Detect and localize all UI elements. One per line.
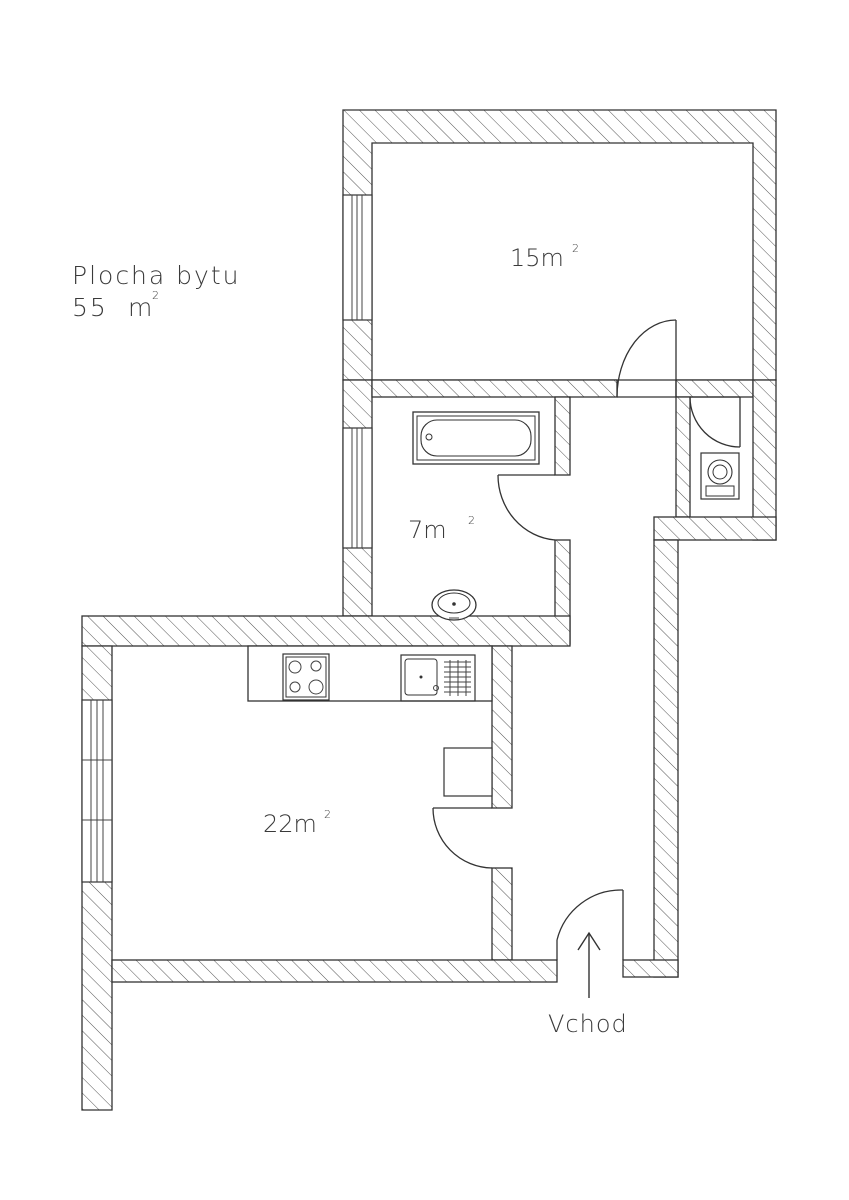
door-bedroom <box>616 319 677 398</box>
window-bathroom <box>342 427 373 549</box>
room-22-area: 22m <box>263 810 317 838</box>
wall-kitchen-right-bottom <box>491 867 513 961</box>
entrance-arrow-icon <box>577 931 601 998</box>
washbasin <box>431 589 477 621</box>
door-wc <box>689 396 741 448</box>
wall-wc-left <box>675 396 691 518</box>
doors <box>432 319 741 960</box>
room-15-area: 15m <box>510 244 564 272</box>
labels: Plocha bytu 55 m 2 15m 2 7m 2 22m 2 Vcho… <box>72 242 628 1038</box>
wall-wc-right <box>752 379 777 541</box>
room-22-sup: 2 <box>324 808 331 821</box>
entrance-label: Vchod <box>548 1010 628 1038</box>
wall-wc-bottom <box>653 516 777 541</box>
fixtures <box>247 411 740 797</box>
kitchen-counter <box>247 645 493 702</box>
kitchen-sink <box>400 654 476 702</box>
wall-kitchen-right-top <box>491 645 513 809</box>
cooktop <box>282 653 330 701</box>
fridge <box>443 747 493 797</box>
walls <box>81 109 777 1111</box>
room-15-sup: 2 <box>572 242 579 255</box>
wall-bath-bottom <box>81 615 571 647</box>
wall-bed-hall <box>675 379 754 398</box>
window-bedroom <box>342 194 373 321</box>
summary-title: Plocha bytu <box>72 261 240 290</box>
summary-area-value: 55 <box>72 293 108 322</box>
window-kitchen <box>81 699 113 883</box>
windows <box>81 194 373 883</box>
summary-area-unit: m <box>128 293 152 322</box>
door-bathroom <box>497 474 556 541</box>
wall-bottom-left <box>111 959 558 983</box>
bathtub <box>412 411 540 465</box>
room-7-sup: 2 <box>468 514 475 527</box>
wall-hall-right <box>653 539 679 978</box>
wall-bed-bath <box>371 379 618 398</box>
door-entrance <box>556 889 624 960</box>
wall-bottom-right <box>622 959 679 978</box>
wall-bath-right-top <box>554 396 571 476</box>
toilet <box>700 452 740 500</box>
room-7-area: 7m <box>408 516 447 544</box>
summary-area-sup: 2 <box>152 289 159 302</box>
door-kitchen <box>432 807 493 869</box>
